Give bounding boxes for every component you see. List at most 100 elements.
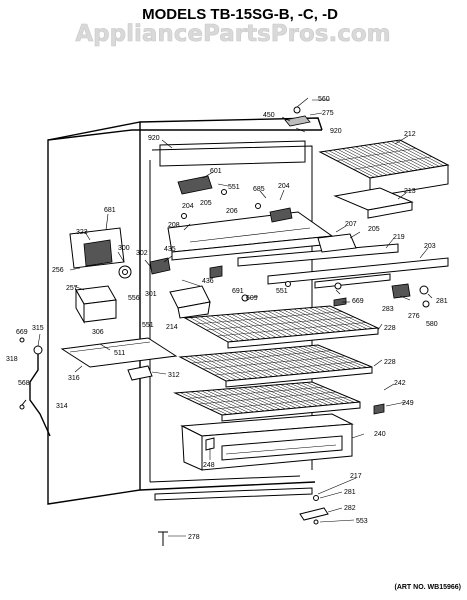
- callout-212: 212: [404, 131, 416, 138]
- callout-580: 580: [426, 321, 438, 328]
- callout-306: 306: [92, 329, 104, 336]
- wire-bar: [346, 147, 397, 174]
- callout-214: 214: [166, 324, 178, 331]
- callout-323: 323: [76, 229, 88, 236]
- callout-553: 553: [356, 518, 368, 525]
- callout-556: 556: [128, 295, 140, 302]
- wire-crossbar: [214, 361, 359, 376]
- side-shelf-plate: [60, 337, 178, 368]
- callout-301: 301: [145, 291, 157, 298]
- wire-crossbar: [198, 391, 337, 405]
- shelf-middle: [178, 344, 373, 388]
- callout-208: 208: [168, 222, 180, 229]
- callout-560: 560: [318, 96, 330, 103]
- wire-crossbar: [210, 396, 349, 410]
- wire-bar: [382, 142, 431, 169]
- callout-203: 203: [424, 243, 436, 250]
- wire-bar: [328, 150, 379, 177]
- crisper-shelf: [173, 381, 361, 422]
- wire-bar: [355, 146, 405, 173]
- callout-681: 681: [104, 207, 116, 214]
- callout-551-mid: 551: [276, 288, 288, 295]
- callout-314: 314: [56, 403, 68, 410]
- control-box: [75, 285, 117, 324]
- callout-281-right: 281: [436, 298, 448, 305]
- callout-685: 685: [253, 186, 265, 193]
- callout-207: 207: [345, 221, 357, 228]
- callout-435: 435: [164, 246, 176, 253]
- callout-669-left: 669: [16, 329, 28, 336]
- callout-920-right: 920: [330, 128, 342, 135]
- wire-bar: [390, 141, 440, 167]
- callout-551-top: 551: [228, 184, 240, 191]
- callout-257: 257: [66, 285, 78, 292]
- wire-crossbar: [353, 156, 433, 170]
- water-tube: [19, 337, 51, 437]
- callout-302: 302: [136, 250, 148, 257]
- callout-205-right: 205: [368, 226, 380, 233]
- wire-crossbar: [217, 322, 367, 337]
- wire-bar: [333, 149, 384, 177]
- callout-labels: 560 450 275 920 920 212 601 551 685 204 …: [6, 96, 448, 541]
- diagram-title: MODELS TB-15SG-B, -C, -D: [142, 6, 338, 23]
- wire-crossbar: [186, 386, 325, 399]
- callout-275: 275: [322, 110, 334, 117]
- callout-551-low: 551: [142, 322, 154, 329]
- callout-278: 278: [188, 534, 200, 541]
- wire-bar: [342, 148, 392, 175]
- callout-204-left: 204: [182, 203, 194, 210]
- callout-312: 312: [168, 372, 180, 379]
- wire-bar: [337, 149, 388, 176]
- callout-249: 249: [402, 400, 414, 407]
- wire-bar: [368, 144, 418, 171]
- ice-tray: [333, 187, 414, 219]
- wire-bar: [364, 145, 414, 171]
- callout-283: 283: [382, 306, 394, 313]
- callout-204-right: 204: [278, 183, 290, 190]
- callout-276: 276: [408, 313, 420, 320]
- freezer-shelf: [318, 139, 450, 198]
- callout-511: 511: [114, 350, 125, 357]
- callout-206: 206: [226, 208, 238, 215]
- refrigerator-cabinet: [47, 117, 323, 505]
- wire-bar: [373, 143, 423, 170]
- callout-450: 450: [263, 112, 275, 119]
- wire-bar: [359, 145, 410, 172]
- callout-318: 318: [6, 356, 18, 363]
- wire-bar: [377, 143, 427, 169]
- meat-keeper-cover: [169, 285, 211, 319]
- callout-300: 300: [118, 245, 130, 252]
- callout-219: 219: [393, 234, 405, 241]
- wire-bar: [350, 147, 401, 174]
- callout-669-right: 669: [352, 298, 364, 305]
- control-housing: [69, 227, 171, 279]
- callout-282: 282: [344, 505, 356, 512]
- callout-601: 601: [210, 168, 222, 175]
- small-parts: [127, 189, 430, 546]
- callout-920-left: 920: [148, 135, 160, 142]
- callout-609: 609: [246, 295, 258, 302]
- wire-crossbar: [191, 350, 332, 364]
- wire-crossbar: [336, 148, 417, 161]
- callout-228-upper: 228: [384, 325, 396, 332]
- callout-242: 242: [394, 380, 406, 387]
- callout-568: 568: [18, 380, 30, 387]
- shelf-upper: [183, 305, 380, 349]
- art-number: (ART NO. WB15966): [394, 584, 461, 591]
- wire-bar: [386, 141, 436, 168]
- callout-256: 256: [52, 267, 64, 274]
- callout-213: 213: [404, 188, 416, 195]
- callout-281-bottom: 281: [344, 489, 356, 496]
- wire-bar: [324, 151, 375, 178]
- crisper-drawer: [180, 413, 354, 471]
- callout-315: 315: [32, 325, 44, 332]
- wire-crossbar: [206, 316, 355, 331]
- callout-240: 240: [374, 431, 386, 438]
- wire-crossbar: [202, 355, 346, 370]
- callout-436: 436: [202, 278, 214, 285]
- leader-lines: [37, 99, 433, 537]
- wire-bar: [395, 140, 444, 166]
- shelf-rails: [237, 233, 449, 289]
- callout-691: 691: [232, 288, 244, 295]
